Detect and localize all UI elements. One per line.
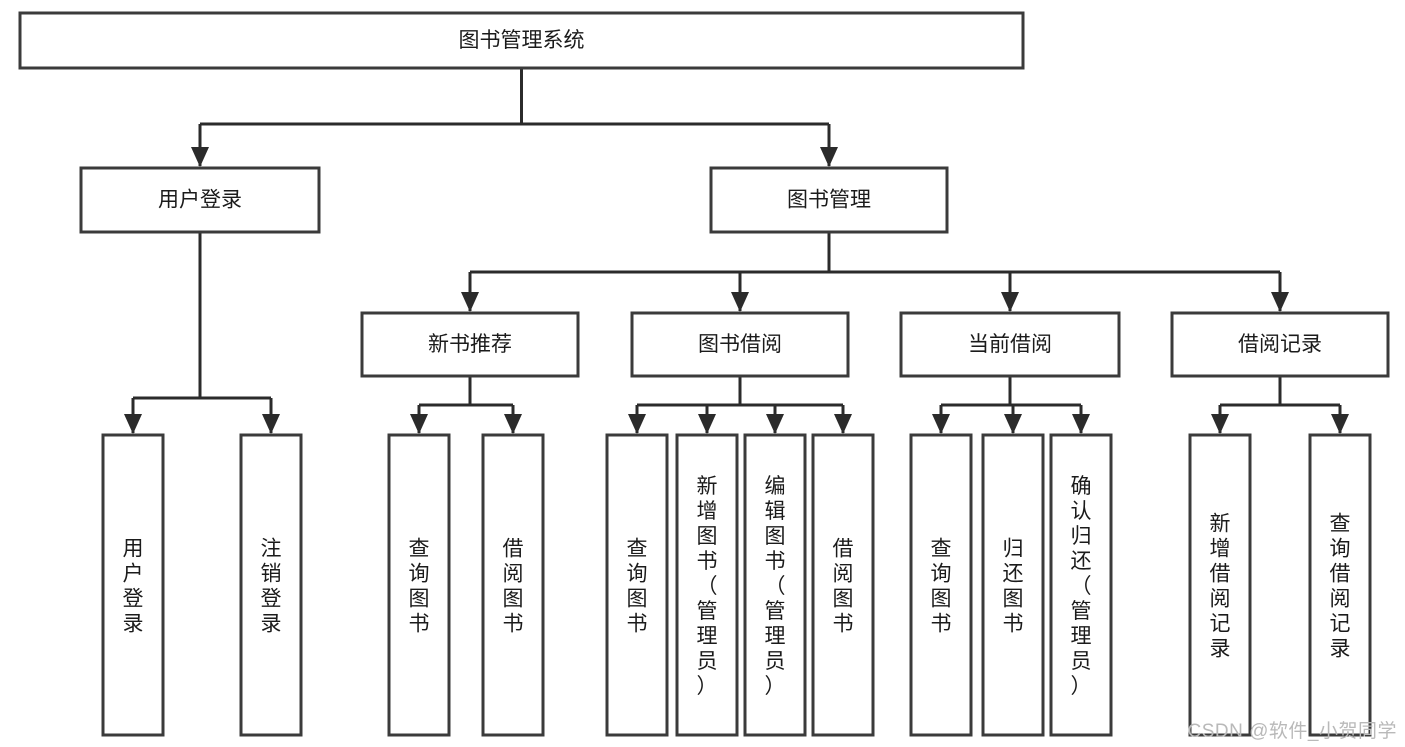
node-level2-1[interactable]: 图书管理 <box>709 166 949 234</box>
arrowhead-icon <box>504 414 522 434</box>
node-box[interactable] <box>1188 433 1252 737</box>
arrowhead-icon <box>1271 292 1289 312</box>
node-box[interactable] <box>709 166 949 234</box>
arrowhead-icon <box>1004 414 1022 434</box>
node-box[interactable] <box>899 311 1121 378</box>
node-level3-2[interactable]: 当前借阅 <box>899 311 1121 378</box>
arrowhead-icon <box>1211 414 1229 434</box>
node-label: 图书管理 <box>787 189 871 212</box>
node-box[interactable] <box>18 11 1025 70</box>
arrowhead-icon <box>410 414 428 434</box>
node-leaf-7[interactable]: 借阅图书 <box>811 433 875 737</box>
node-label: 查询图书 <box>627 537 648 635</box>
node-level3-1[interactable]: 图书借阅 <box>630 311 850 378</box>
node-label: 借阅图书 <box>833 537 854 635</box>
node-box[interactable] <box>1170 311 1390 378</box>
node-root-0[interactable]: 图书管理系统 <box>18 11 1025 70</box>
arrowhead-icon <box>820 147 838 167</box>
node-box[interactable] <box>387 433 451 737</box>
watermark-text: CSDN @软件_小贺同学 <box>1187 721 1397 742</box>
node-leaf-9[interactable]: 归还图书 <box>981 433 1045 737</box>
node-leaf-4[interactable]: 查询图书 <box>605 433 669 737</box>
arrowhead-icon <box>1331 414 1349 434</box>
node-box[interactable] <box>811 433 875 737</box>
arrowhead-icon <box>191 147 209 167</box>
node-box[interactable] <box>101 433 165 737</box>
node-leaf-11[interactable]: 新增借阅记录 <box>1188 433 1252 737</box>
node-box[interactable] <box>909 433 973 737</box>
node-box[interactable] <box>675 433 739 737</box>
arrowhead-icon <box>461 292 479 312</box>
node-box[interactable] <box>981 433 1045 737</box>
node-label: 归还图书 <box>1003 537 1024 635</box>
node-level3-0[interactable]: 新书推荐 <box>360 311 580 378</box>
node-label: 图书借阅 <box>698 333 782 356</box>
node-label: 确认归还（管理员） <box>1071 475 1092 698</box>
arrowhead-icon <box>834 414 852 434</box>
node-box[interactable] <box>605 433 669 737</box>
node-label: 新增图书（管理员） <box>697 475 718 698</box>
arrowhead-icon <box>1072 414 1090 434</box>
arrowhead-icon <box>731 292 749 312</box>
node-leaf-6[interactable]: 编辑图书（管理员） <box>743 433 807 737</box>
node-label: 借阅记录 <box>1238 333 1322 356</box>
node-label: 用户登录 <box>158 189 242 212</box>
arrowhead-icon <box>1001 292 1019 312</box>
node-leaf-3[interactable]: 借阅图书 <box>481 433 545 737</box>
node-box[interactable] <box>630 311 850 378</box>
node-leaf-1[interactable]: 注销登录 <box>239 433 303 737</box>
node-leaf-5[interactable]: 新增图书（管理员） <box>675 433 739 737</box>
node-box[interactable] <box>360 311 580 378</box>
node-label: 查询借阅记录 <box>1330 512 1351 660</box>
node-box[interactable] <box>79 166 321 234</box>
node-leaf-10[interactable]: 确认归还（管理员） <box>1049 433 1113 737</box>
node-box[interactable] <box>1049 433 1113 737</box>
node-label: 注销登录 <box>261 537 282 635</box>
arrowhead-icon <box>262 414 280 434</box>
node-level2-0[interactable]: 用户登录 <box>79 166 321 234</box>
arrowhead-icon <box>124 414 142 434</box>
node-box[interactable] <box>481 433 545 737</box>
arrowhead-icon <box>766 414 784 434</box>
node-box[interactable] <box>1308 433 1372 737</box>
node-label: 新增借阅记录 <box>1210 512 1231 660</box>
node-label: 新书推荐 <box>428 333 512 356</box>
node-label: 编辑图书（管理员） <box>765 475 786 698</box>
node-leaf-12[interactable]: 查询借阅记录 <box>1308 433 1372 737</box>
node-label: 图书管理系统 <box>459 29 585 52</box>
arrowhead-icon <box>628 414 646 434</box>
node-label: 当前借阅 <box>968 333 1052 356</box>
arrowhead-icon <box>932 414 950 434</box>
connector-layer <box>124 68 1349 434</box>
node-leaf-8[interactable]: 查询图书 <box>909 433 973 737</box>
node-leaf-2[interactable]: 查询图书 <box>387 433 451 737</box>
node-label: 借阅图书 <box>503 537 524 635</box>
node-label: 查询图书 <box>409 537 430 635</box>
node-box[interactable] <box>743 433 807 737</box>
node-label: 用户登录 <box>123 537 144 635</box>
arrowhead-icon <box>698 414 716 434</box>
node-layer: 图书管理系统用户登录图书管理新书推荐图书借阅当前借阅借阅记录用户登录注销登录查询… <box>18 11 1390 737</box>
node-box[interactable] <box>239 433 303 737</box>
node-level3-3[interactable]: 借阅记录 <box>1170 311 1390 378</box>
node-leaf-0[interactable]: 用户登录 <box>101 433 165 737</box>
node-label: 查询图书 <box>931 537 952 635</box>
